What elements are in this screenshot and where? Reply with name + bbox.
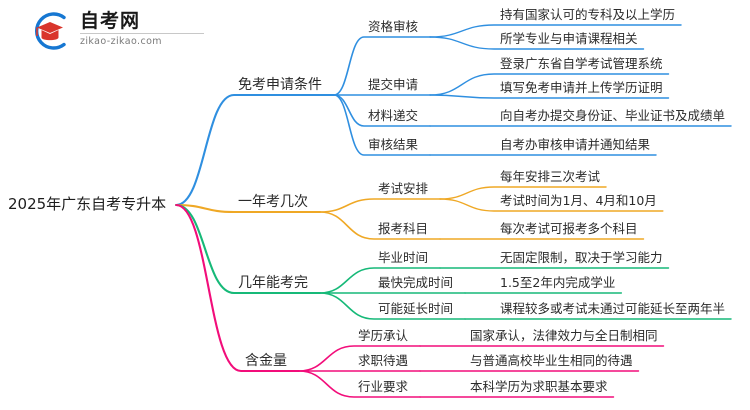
mindmap-leaf-2-1-1[interactable]: 每年安排三次考试 — [500, 169, 601, 184]
mindmap-branch-4[interactable]: 含金量 — [245, 353, 287, 369]
site-logo: 自考网 zikao-zikao.com — [28, 8, 208, 54]
mindmap-branch-1[interactable]: 免考申请条件 — [238, 77, 322, 93]
mindmap-subnode-3-2[interactable]: 最快完成时间 — [378, 275, 454, 290]
mindmap-subnode-1-3[interactable]: 材料递交 — [368, 108, 419, 123]
mindmap-subnode-1-4[interactable]: 审核结果 — [368, 137, 419, 152]
mindmap-leaf-3-1-1[interactable]: 无固定限制，取决于学习能力 — [500, 250, 663, 265]
mindmap-subnode-3-3[interactable]: 可能延长时间 — [378, 301, 454, 316]
mindmap-subnode-4-2[interactable]: 求职待遇 — [358, 353, 409, 368]
mindmap-leaf-2-1-2[interactable]: 考试时间为1月、4月和10月 — [500, 193, 657, 208]
mindmap-root-node: 2025年广东自考专升本 — [8, 195, 167, 213]
mindmap-leaf-1-1-2[interactable]: 所学专业与申请课程相关 — [500, 31, 638, 46]
mindmap-leaf-1-1-1[interactable]: 持有国家认可的专科及以上学历 — [500, 7, 676, 22]
mindmap-leaf-2-2-1[interactable]: 每次考试可报考多个科目 — [500, 221, 638, 236]
mindmap-leaf-1-4-1[interactable]: 自考办审核申请并通知结果 — [500, 137, 651, 152]
mindmap-leaf-1-2-2[interactable]: 填写免考申请并上传学历证明 — [500, 80, 663, 95]
mindmap-subnode-4-1[interactable]: 学历承认 — [358, 328, 409, 343]
mindmap-subnode-2-2[interactable]: 报考科目 — [378, 221, 429, 236]
mindmap-subnode-1-1[interactable]: 资格审核 — [368, 19, 419, 34]
mindmap-subnode-2-1[interactable]: 考试安排 — [378, 181, 429, 196]
mindmap-subnode-3-1[interactable]: 毕业时间 — [378, 250, 429, 265]
mindmap-branch-2[interactable]: 一年考几次 — [238, 194, 308, 210]
mindmap-leaf-1-3-1[interactable]: 向自考办提交身份证、毕业证书及成绩单 — [500, 108, 726, 123]
mindmap-branch-3[interactable]: 几年能考完 — [238, 275, 308, 291]
logo-divider — [80, 33, 204, 34]
logo-name: 自考网 — [80, 10, 141, 32]
mindmap-subnode-4-3[interactable]: 行业要求 — [358, 379, 409, 394]
logo-wordmark: 自考网 zikao-zikao.com — [80, 10, 210, 47]
graduation-cap-icon — [28, 10, 72, 52]
mindmap-leaf-3-3-1[interactable]: 课程较多或考试未通过可能延长至两年半 — [500, 301, 726, 316]
mindmap-leaf-4-2-1[interactable]: 与普通高校毕业生相同的待遇 — [470, 353, 633, 368]
mindmap-leaf-1-2-1[interactable]: 登录广东省自学考试管理系统 — [500, 56, 663, 71]
mindmap-leaf-3-2-1[interactable]: 1.5至2年内完成学业 — [500, 275, 616, 290]
mindmap-leaf-4-3-1[interactable]: 本科学历为求职基本要求 — [470, 379, 608, 394]
mindmap-leaf-4-1-1[interactable]: 国家承认，法律效力与全日制相同 — [470, 328, 658, 343]
logo-url: zikao-zikao.com — [80, 36, 162, 47]
mindmap-subnode-1-2[interactable]: 提交申请 — [368, 77, 419, 92]
